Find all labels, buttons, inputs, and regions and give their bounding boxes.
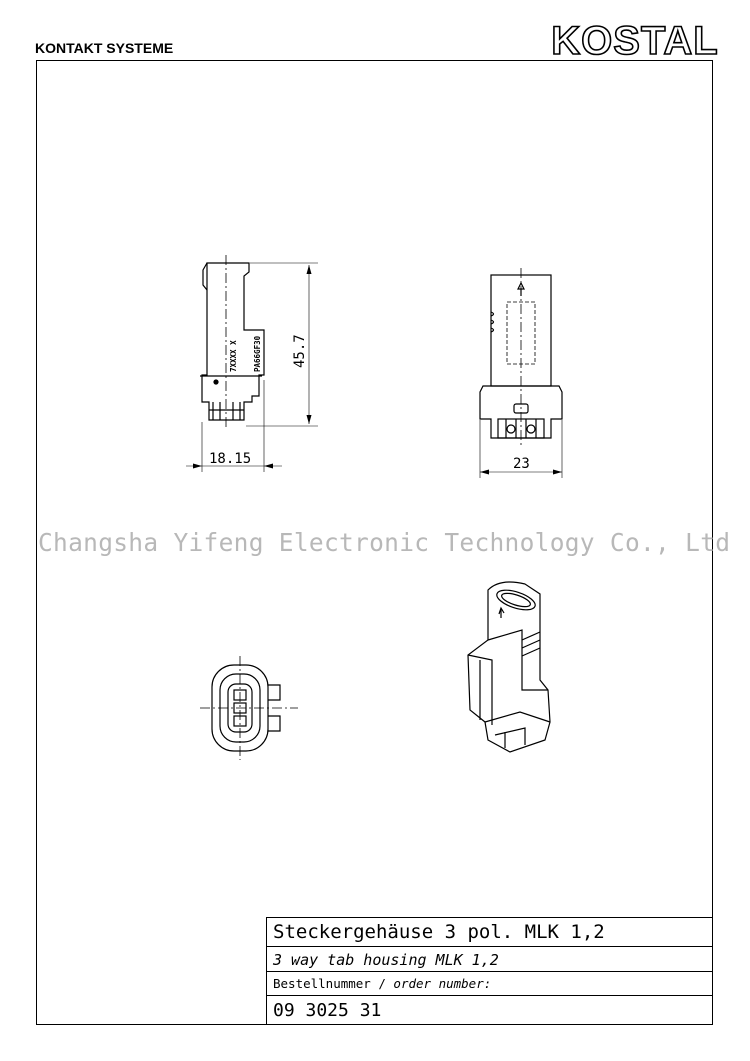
order-label-row: Bestellnummer / order number:	[267, 972, 712, 996]
part-marking-line1: 7XXXX X	[229, 340, 238, 372]
side-view: 7XXXX X PA66GF30 45.7 18.15	[186, 255, 318, 472]
title-row-english: 3 way tab housing MLK 1,2	[267, 947, 712, 972]
front-view: 23	[479, 268, 563, 478]
part-marking-line2: PA66GF30	[253, 335, 262, 372]
face-view	[200, 656, 298, 760]
dimension-side-width: 18.15	[209, 451, 251, 467]
order-number-row: 09 3025 31	[267, 996, 712, 1024]
title-german: Steckergehäuse 3 pol. MLK 1,2	[273, 921, 605, 943]
order-number: 09 3025 31	[273, 1000, 382, 1021]
order-label-german: Bestellnummer /	[273, 976, 394, 991]
company-label: KONTAKT SYSTEME	[35, 40, 174, 56]
iso-view	[467, 581, 551, 753]
watermark-text: Changsha Yifeng Electronic Technology Co…	[38, 528, 731, 557]
order-label: Bestellnummer / order number:	[273, 976, 491, 991]
title-block: Steckergehäuse 3 pol. MLK 1,2 3 way tab …	[266, 917, 713, 1025]
kostal-logo: KOSTAL	[553, 18, 718, 62]
title-row-german: Steckergehäuse 3 pol. MLK 1,2	[267, 918, 712, 947]
dimension-front-width: 23	[513, 456, 530, 472]
order-label-english: order number:	[393, 976, 492, 991]
dimension-height: 45.7	[292, 334, 308, 368]
logo-text: KOSTAL	[553, 19, 718, 62]
title-english: 3 way tab housing MLK 1,2	[273, 951, 499, 969]
